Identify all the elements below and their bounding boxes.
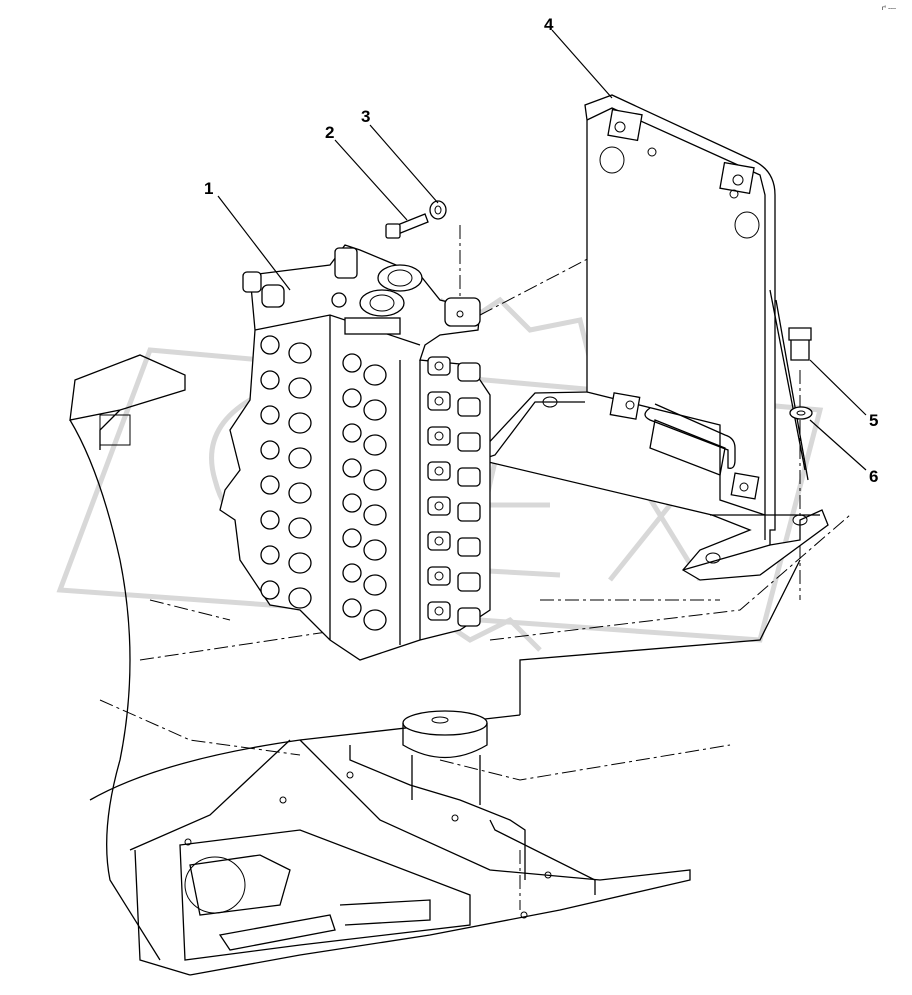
- valve-side-port: [427, 426, 451, 446]
- valve-side-port: [457, 362, 481, 382]
- bolt-5: [788, 327, 812, 361]
- valve-port: [342, 528, 362, 548]
- valve-port: [260, 335, 280, 355]
- valve-side-port-bore: [434, 466, 444, 476]
- valve-side-port: [427, 391, 451, 411]
- machine-frame: [69, 354, 801, 976]
- valve-side-port: [457, 432, 481, 452]
- valve-side-port: [427, 566, 451, 586]
- bolt-2: [385, 213, 429, 239]
- valve-port: [288, 342, 312, 364]
- valve-port: [363, 609, 387, 631]
- valve-port: [260, 440, 280, 460]
- valve-port: [288, 552, 312, 574]
- cylinder-post: [402, 710, 488, 805]
- valve-port: [363, 504, 387, 526]
- valve-port: [363, 574, 387, 596]
- washer-3: [429, 200, 447, 220]
- valve-port: [342, 493, 362, 513]
- valve-port: [342, 563, 362, 583]
- valve-port: [288, 447, 312, 469]
- valve-port: [260, 370, 280, 390]
- valve-port: [342, 598, 362, 618]
- washer-6: [789, 406, 813, 420]
- valve-side-port-bore: [434, 361, 444, 371]
- valve-port: [260, 580, 280, 600]
- valve-port: [342, 423, 362, 443]
- valve-port: [288, 517, 312, 539]
- control-valve: [219, 244, 491, 661]
- leader-lines: [217, 29, 867, 471]
- valve-side-port-bore: [434, 571, 444, 581]
- valve-port: [363, 434, 387, 456]
- valve-side-port: [427, 461, 451, 481]
- valve-side-port-bore: [434, 396, 444, 406]
- valve-ports: [260, 335, 481, 631]
- valve-side-port: [457, 397, 481, 417]
- valve-side-port: [427, 496, 451, 516]
- valve-port: [260, 510, 280, 530]
- valve-side-port: [457, 607, 481, 627]
- callout-4: 4: [544, 15, 554, 34]
- valve-port: [363, 469, 387, 491]
- callout-5: 5: [869, 411, 878, 430]
- valve-port: [260, 475, 280, 495]
- valve-port: [342, 353, 362, 373]
- valve-port: [288, 412, 312, 434]
- corner-mark: r° ----: [882, 6, 896, 12]
- valve-side-port: [427, 356, 451, 376]
- valve-side-port: [427, 601, 451, 621]
- valve-port: [288, 482, 312, 504]
- valve-port: [288, 377, 312, 399]
- valve-side-port: [457, 572, 481, 592]
- valve-side-port: [427, 531, 451, 551]
- valve-side-port-bore: [434, 606, 444, 616]
- valve-side-port: [457, 537, 481, 557]
- valve-port: [342, 458, 362, 478]
- valve-side-port-bore: [434, 501, 444, 511]
- valve-port: [363, 399, 387, 421]
- callout-2: 2: [325, 123, 334, 142]
- valve-side-port: [457, 467, 481, 487]
- valve-port: [363, 364, 387, 386]
- valve-port: [288, 587, 312, 609]
- valve-side-port-bore: [434, 431, 444, 441]
- valve-port: [363, 539, 387, 561]
- valve-side-port-bore: [434, 536, 444, 546]
- valve-port: [260, 545, 280, 565]
- callout-1: 1: [204, 179, 213, 198]
- valve-port: [342, 388, 362, 408]
- valve-port: [260, 405, 280, 425]
- valve-side-port: [457, 502, 481, 522]
- callout-6: 6: [869, 467, 878, 486]
- callout-3: 3: [361, 107, 370, 126]
